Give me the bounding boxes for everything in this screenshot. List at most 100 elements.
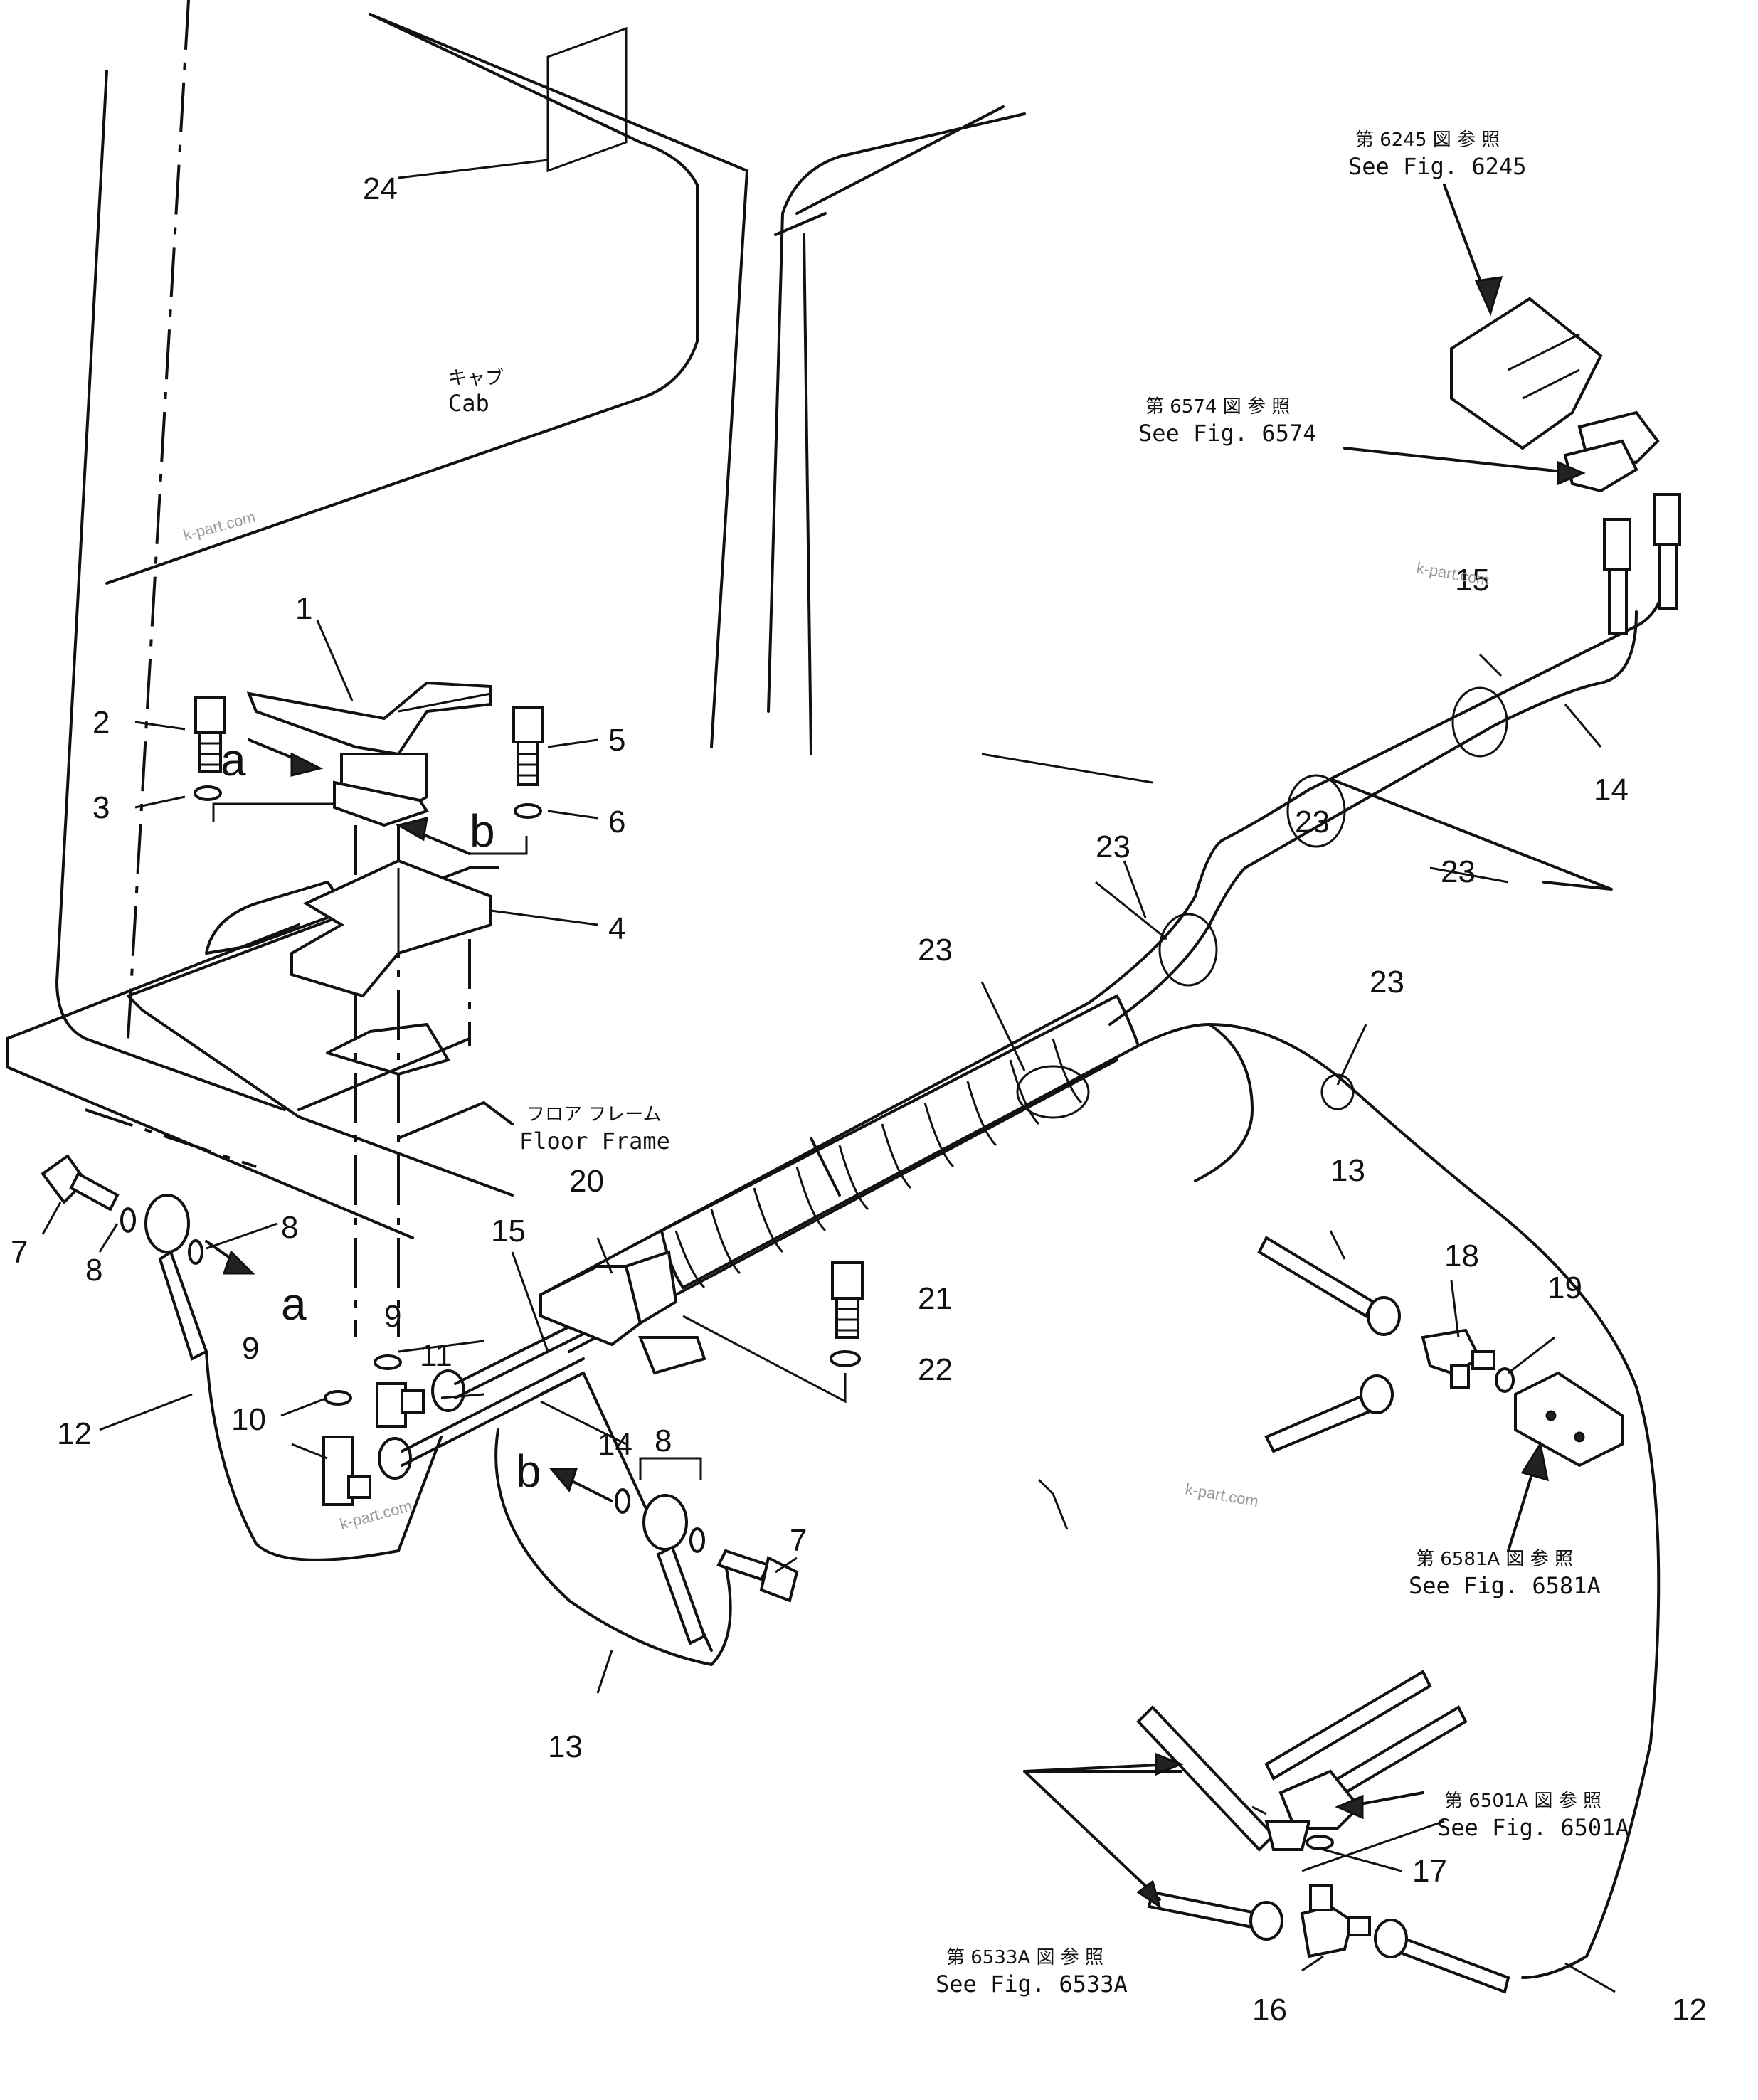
junction-6501 bbox=[1136, 1670, 1468, 1852]
callout-16: 16 bbox=[1252, 1993, 1287, 2027]
o-ring-8-b-left bbox=[615, 1488, 630, 1514]
ref-6533a: 第 6533A 図 参 照 See Fig. 6533A bbox=[936, 1947, 1128, 1998]
callout-13-right: 13 bbox=[1330, 1153, 1365, 1188]
hose-fittings-left bbox=[378, 1369, 465, 1480]
reference-arrows bbox=[1023, 184, 1613, 1909]
o-ring-8-left bbox=[120, 1207, 136, 1233]
ref-6533a-en: See Fig. 6533A bbox=[936, 1971, 1128, 1998]
callout-3: 3 bbox=[92, 790, 110, 825]
bolt-2 bbox=[194, 696, 226, 773]
callout-23-b: 23 bbox=[918, 933, 953, 967]
elbow-11 bbox=[376, 1382, 425, 1428]
callout-7-left: 7 bbox=[11, 1235, 28, 1270]
view-arrows bbox=[205, 738, 613, 1502]
tee-18 bbox=[1421, 1328, 1495, 1389]
callout-23-e: 23 bbox=[1295, 805, 1330, 839]
callout-20: 20 bbox=[569, 1164, 604, 1199]
callout-17: 17 bbox=[1412, 1854, 1447, 1889]
eye-hose-b bbox=[642, 1494, 706, 1645]
watermark-3: k-part.com bbox=[1184, 1480, 1260, 1510]
clamps-23 bbox=[1016, 686, 1508, 1119]
callout-19: 19 bbox=[1547, 1271, 1582, 1305]
view-marker-a-bottom: a bbox=[281, 1278, 307, 1330]
callout-8-b: 8 bbox=[655, 1423, 672, 1458]
o-ring-9-left bbox=[324, 1390, 352, 1406]
callout-numbers: 1 2 3 4 5 6 7 7 8 8 8 9 9 10 11 12 12 13… bbox=[11, 171, 1707, 2027]
callout-23-c: 23 bbox=[1441, 854, 1476, 889]
leader-lines bbox=[41, 159, 1616, 1993]
view-marker-b-bottom: b bbox=[516, 1446, 541, 1497]
callout-23-d: 23 bbox=[1370, 965, 1404, 999]
bracket bbox=[290, 859, 492, 998]
floor-frame-label-jp: フロア フレーム bbox=[526, 1104, 662, 1125]
ref-6533a-jp: 第 6533A 図 参 照 bbox=[946, 1947, 1103, 1968]
callout-15-left: 15 bbox=[491, 1214, 526, 1248]
valve-block-6245 bbox=[1450, 297, 1660, 493]
view-markers: a a b b bbox=[221, 734, 541, 1497]
leader-21-22 bbox=[682, 1315, 847, 1404]
callout-21: 21 bbox=[918, 1281, 953, 1316]
bracket-8-b bbox=[639, 1457, 702, 1480]
washer-22 bbox=[830, 1350, 861, 1367]
callout-6: 6 bbox=[608, 805, 625, 839]
tee-16 bbox=[1300, 1884, 1371, 1958]
watermark-1: k-part.com bbox=[181, 508, 258, 544]
callout-12-left: 12 bbox=[57, 1416, 92, 1451]
callout-5: 5 bbox=[608, 723, 625, 758]
bracket-5-6 bbox=[470, 836, 528, 855]
callout-9-right: 9 bbox=[384, 1299, 401, 1334]
callout-22: 22 bbox=[918, 1352, 953, 1387]
bracket-2-3 bbox=[212, 802, 334, 822]
bolt-21 bbox=[831, 1261, 864, 1339]
hose-6533 bbox=[1147, 1890, 1510, 1994]
callout-4: 4 bbox=[608, 911, 625, 946]
callout-15-right: 15 bbox=[1455, 563, 1490, 598]
o-ring-17 bbox=[1306, 1835, 1334, 1850]
o-ring-19 bbox=[1495, 1367, 1515, 1393]
callout-7-right: 7 bbox=[790, 1523, 807, 1558]
o-ring-8-right bbox=[188, 1239, 203, 1265]
callout-12-right: 12 bbox=[1672, 1993, 1707, 2027]
ref-6574-jp: 第 6574 図 参 照 bbox=[1145, 396, 1290, 418]
watermarks: k-part.com k-part.com k-part.com k-part.… bbox=[181, 508, 1491, 1533]
callout-14-right: 14 bbox=[1594, 773, 1629, 807]
fitting-13-right bbox=[1257, 1236, 1401, 1336]
callout-10: 10 bbox=[231, 1402, 266, 1437]
clamp-20 bbox=[539, 1250, 706, 1375]
ref-6574-en: See Fig. 6574 bbox=[1138, 420, 1316, 447]
ref-6245-en: See Fig. 6245 bbox=[1348, 153, 1526, 180]
eye-hose-12 bbox=[144, 1194, 208, 1361]
cab-outline bbox=[6, 0, 1026, 1239]
ref-6245-jp: 第 6245 図 参 照 bbox=[1355, 129, 1500, 151]
ref-6574: 第 6574 図 参 照 See Fig. 6574 bbox=[1138, 396, 1316, 447]
callout-14-left: 14 bbox=[598, 1427, 632, 1462]
ref-6245: 第 6245 図 参 照 See Fig. 6245 bbox=[1348, 129, 1526, 180]
ref-6581a-en: See Fig. 6581A bbox=[1409, 1572, 1601, 1599]
view-marker-b-top: b bbox=[470, 805, 495, 857]
view-marker-a-top: a bbox=[221, 734, 246, 785]
callout-8-left: 8 bbox=[85, 1253, 102, 1288]
o-ring-8-b-right bbox=[689, 1527, 705, 1553]
callout-2: 2 bbox=[92, 705, 110, 740]
ref-6581a: 第 6581A 図 参 照 See Fig. 6581A bbox=[1409, 1549, 1601, 1599]
callout-8-mid: 8 bbox=[281, 1210, 298, 1245]
ref-6501a: 第 6501A 図 参 照 See Fig. 6501A bbox=[1437, 1791, 1629, 1841]
floor-frame-label: フロア フレーム Floor Frame bbox=[519, 1104, 670, 1155]
bolt-7-left bbox=[41, 1154, 120, 1211]
ref-6501a-jp: 第 6501A 図 参 照 bbox=[1444, 1791, 1601, 1812]
elbow-10 bbox=[322, 1436, 371, 1506]
o-ring-9-right bbox=[374, 1354, 402, 1370]
callout-9-left: 9 bbox=[242, 1331, 259, 1366]
washer-6 bbox=[514, 803, 542, 819]
ref-6501a-en: See Fig. 6501A bbox=[1437, 1814, 1629, 1841]
callout-1: 1 bbox=[295, 591, 312, 626]
callout-11: 11 bbox=[420, 1338, 452, 1373]
washer-3 bbox=[194, 785, 222, 801]
cab-label-jp: キャブ bbox=[448, 368, 504, 389]
bolt-7-right bbox=[716, 1549, 799, 1603]
callout-13-left: 13 bbox=[548, 1729, 583, 1764]
cab-label-en: Cab bbox=[448, 390, 489, 417]
floor-frame bbox=[127, 866, 514, 1197]
ref-6581a-jp: 第 6581A 図 参 照 bbox=[1416, 1549, 1573, 1570]
